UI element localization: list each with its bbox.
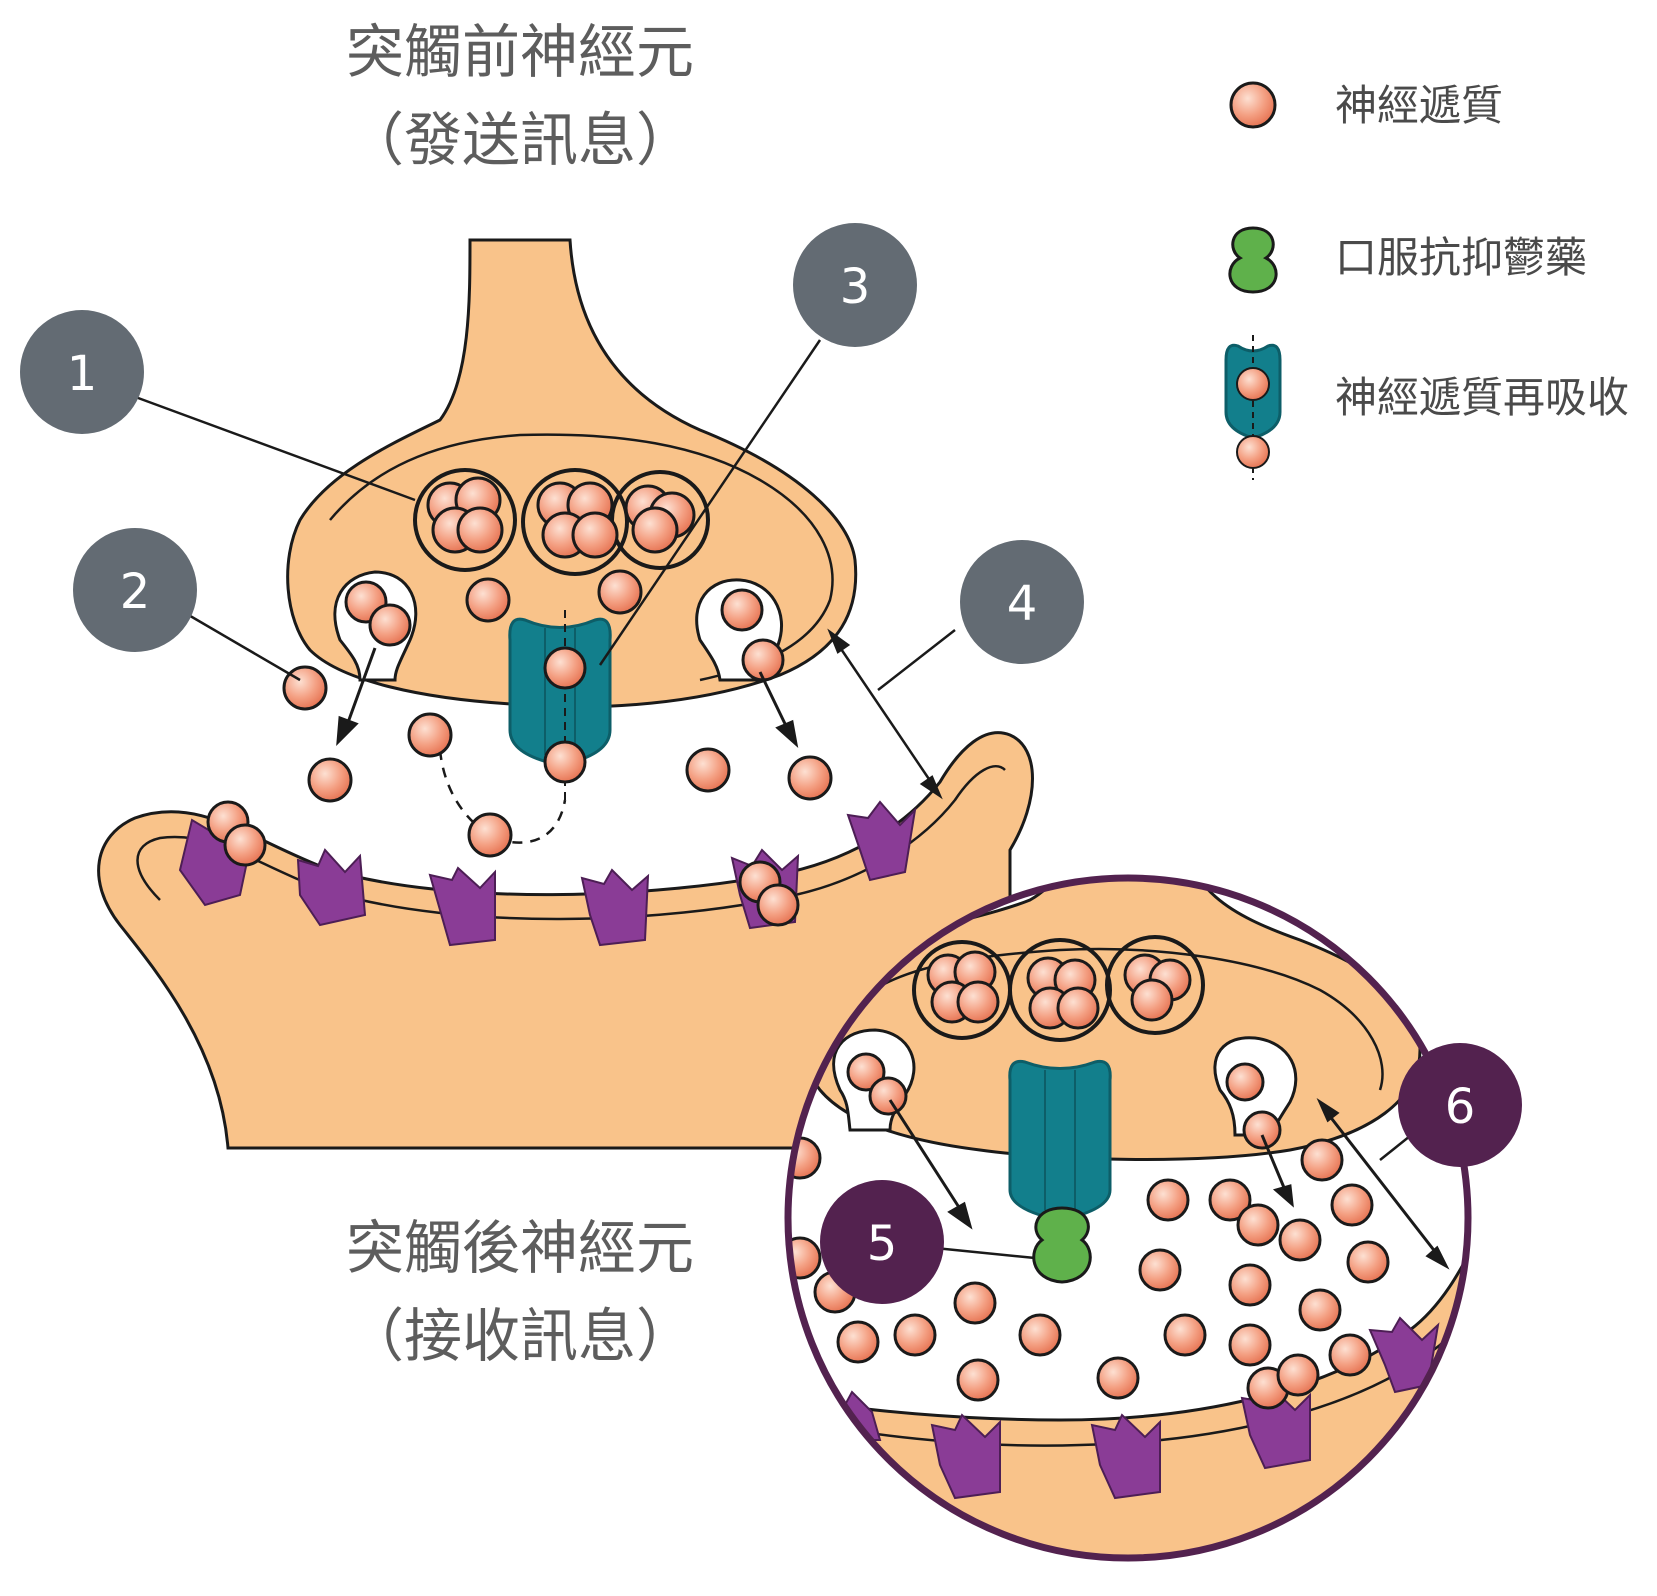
legend-item-reuptake: 神經遞質再吸收 — [1226, 335, 1629, 480]
marker-4: 4 — [960, 540, 1084, 664]
molecule — [599, 571, 641, 613]
svg-text:6: 6 — [1445, 1079, 1476, 1135]
marker-1: 1 — [20, 310, 144, 434]
molecule — [469, 814, 511, 856]
molecule — [409, 714, 451, 756]
molecule — [545, 742, 585, 782]
legend-item-neurotransmitter: 神經遞質 — [1231, 81, 1503, 130]
marker-3: 3 — [793, 223, 917, 347]
marker-6: 6 — [1398, 1043, 1522, 1167]
legend: 神經遞質 口服抗抑鬱藥 神經遞質再吸收 — [1226, 81, 1629, 480]
molecule — [370, 605, 410, 645]
svg-text:1: 1 — [67, 346, 98, 402]
legend-label: 神經遞質再吸收 — [1335, 373, 1629, 422]
svg-text:5: 5 — [867, 1216, 898, 1272]
molecule — [573, 513, 617, 557]
postsynaptic-subtitle: （接收訊息） — [346, 1302, 694, 1370]
legend-label: 神經遞質 — [1335, 81, 1503, 130]
molecule — [633, 508, 677, 552]
marker-2: 2 — [73, 528, 197, 652]
neurotransmitter-icon — [1231, 83, 1275, 127]
molecule — [225, 825, 265, 865]
molecule — [687, 749, 729, 791]
molecule — [722, 590, 762, 630]
postsynaptic-title: 突觸後神經元 — [346, 1214, 694, 1282]
molecule — [467, 579, 509, 621]
antidepressant-icon — [1230, 228, 1276, 292]
molecule — [789, 757, 831, 799]
marker-5: 5 — [820, 1180, 944, 1304]
antidepressant-drug — [1034, 1208, 1091, 1282]
svg-text:2: 2 — [120, 564, 151, 620]
presynaptic-subtitle: （發送訊息） — [346, 106, 694, 174]
cleft-width-indicator — [830, 632, 940, 796]
molecule — [758, 885, 798, 925]
presynaptic-title: 突觸前神經元 — [346, 18, 694, 86]
molecule — [545, 648, 585, 688]
legend-item-antidepressant: 口服抗抑鬱藥 — [1230, 228, 1587, 292]
legend-label: 口服抗抑鬱藥 — [1335, 233, 1587, 282]
molecule — [309, 759, 351, 801]
svg-text:4: 4 — [1007, 576, 1038, 632]
svg-text:3: 3 — [840, 259, 871, 315]
molecule — [743, 640, 783, 680]
reuptake-pump-icon — [1226, 335, 1280, 480]
molecule — [458, 508, 502, 552]
